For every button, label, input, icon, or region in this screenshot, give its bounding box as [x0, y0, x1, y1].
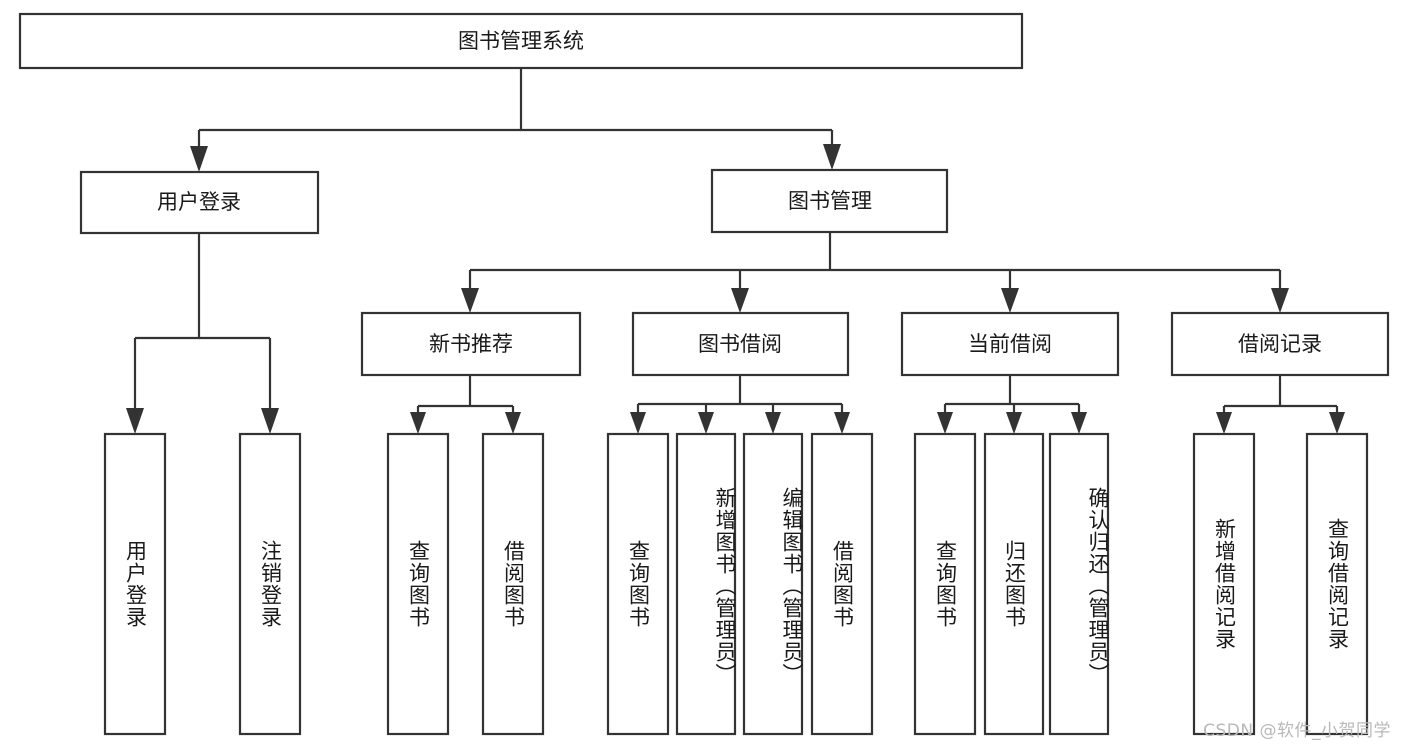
node-book-borrow-label: 图书借阅 [698, 332, 782, 356]
node-book-management-box[interactable] [710, 168, 949, 234]
node-borrow-record-box[interactable] [1170, 311, 1390, 377]
connector-newbook-to-leaves [416, 375, 515, 420]
leaf-currentborrow-query-box[interactable] [913, 432, 977, 736]
arrow-to-cb-leaf-3 [1071, 412, 1087, 434]
arrow-to-user-login [190, 146, 208, 172]
leaf-user-login-login-box[interactable] [103, 432, 167, 736]
arrow-to-bb-leaf-2 [698, 412, 714, 434]
node-new-book-recommend-box[interactable] [360, 311, 582, 377]
connector-borrowbook-to-leaves [636, 375, 844, 420]
arrowhead-layer [126, 144, 1345, 434]
leaf-bookborrow-query-box[interactable] [606, 432, 670, 736]
connector-userlogin-to-leaves [133, 233, 272, 418]
arrow-to-book-management [823, 144, 841, 170]
arrow-to-leaf-user-login [126, 408, 144, 434]
arrow-to-bb-leaf-1 [630, 412, 646, 434]
arrow-to-cb-leaf-1 [937, 412, 953, 434]
csdn-watermark: CSDN @软件_小贺同学 [1203, 721, 1391, 741]
node-borrow-record-label: 借阅记录 [1238, 332, 1322, 356]
leaf-currentborrow-confirm-box[interactable] [1048, 432, 1110, 736]
leaf-user-login-logout-box[interactable] [238, 432, 302, 736]
connector-root-to-level2 [197, 68, 834, 158]
arrow-to-bb-leaf-3 [765, 412, 781, 434]
arrow-to-bb-leaf-4 [834, 412, 850, 434]
arrow-to-new-book-recommend [461, 288, 479, 313]
leaf-newbook-borrow-box[interactable] [481, 432, 545, 736]
node-layer: 图书管理系统 用户登录 图书管理 新书推荐 图书借阅 当前借阅 借阅记录 [18, 12, 1390, 736]
node-book-management-label: 图书管理 [788, 189, 872, 213]
arrow-to-nb-leaf-2 [505, 412, 521, 434]
node-new-book-recommend-label: 新书推荐 [429, 332, 513, 356]
arrow-to-cb-leaf-2 [1006, 412, 1022, 434]
arrow-to-borrow-record [1271, 288, 1289, 313]
node-user-login-label: 用户登录 [157, 190, 241, 214]
node-current-borrow-label: 当前借阅 [968, 332, 1052, 356]
leaf-bookborrow-borrow-box[interactable] [810, 432, 874, 736]
arrow-to-book-borrow [731, 288, 749, 313]
node-book-borrow-box[interactable] [631, 311, 850, 377]
connector-bookmgmt-to-level3 [468, 232, 1282, 300]
connector-borrowrecord-to-leaves [1222, 375, 1339, 420]
arrow-to-current-borrow [1001, 288, 1019, 313]
leaf-newbook-query-box[interactable] [386, 432, 450, 736]
leaf-bookborrow-edit-box[interactable] [742, 432, 804, 736]
arrow-to-nb-leaf-1 [410, 412, 426, 434]
node-root-box[interactable] [18, 12, 1024, 70]
leaf-borrowrecord-query-box[interactable] [1305, 432, 1369, 736]
leaf-bookborrow-add-box[interactable] [675, 432, 737, 736]
leaf-borrowrecord-add-box[interactable] [1192, 432, 1256, 736]
arrow-to-leaf-logout [261, 408, 279, 434]
connector-layer [133, 68, 1339, 420]
arrow-to-br-leaf-1 [1216, 412, 1232, 434]
node-root-label: 图书管理系统 [458, 29, 584, 53]
leaf-currentborrow-return-box[interactable] [983, 432, 1045, 736]
node-current-borrow-box[interactable] [900, 311, 1120, 377]
arrow-to-br-leaf-2 [1329, 412, 1345, 434]
node-user-login-box[interactable] [79, 170, 320, 235]
